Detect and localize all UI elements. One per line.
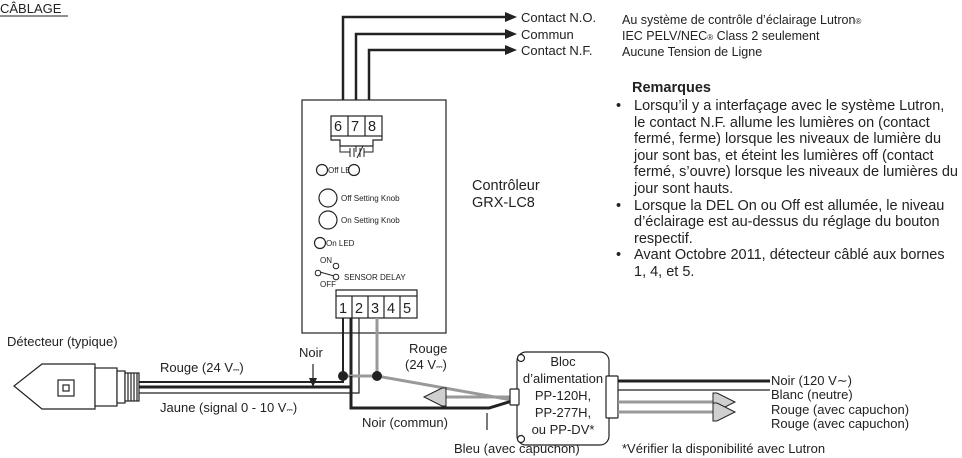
label-rouge-capuchon-2: Rouge (avec capuchon) [771, 416, 909, 431]
power-pack-line4: PP-277H, [535, 405, 591, 420]
top-terminal-block [330, 115, 383, 137]
switch-terminal-icon [332, 273, 340, 281]
remark-item: Lorsque la DEL On ou Off est allumée, le… [614, 198, 958, 248]
led-indicator-icon [347, 163, 361, 177]
junction-icon [338, 371, 348, 381]
switch-pivot-icon [314, 269, 322, 277]
remarks-block: Remarques Lorsqu’il y a interfaçage avec… [590, 80, 958, 281]
remark-item: Avant Octobre 2011, détecteur câblé aux … [614, 247, 958, 280]
label-commun: Commun [521, 27, 574, 42]
remarks-title: Remarques [632, 80, 711, 96]
terminal-1: 1 [339, 301, 347, 317]
arrow-contact-nf [505, 45, 517, 55]
switch-terminal-icon [332, 262, 340, 270]
terminal-3: 3 [371, 301, 379, 317]
label-on-led: On LED [326, 239, 355, 248]
availability-note: *Vérifier la disponibilité avec Lutron [622, 441, 825, 456]
label-noir: Noir [299, 345, 324, 360]
label-on-setting-knob: On Setting Knob [341, 216, 400, 225]
output-capped-wire-icon [712, 392, 737, 422]
terminal-7: 7 [351, 119, 359, 135]
power-pack-line3: PP-120H, [535, 388, 591, 403]
sensor-icon [13, 363, 140, 410]
terminal-2: 2 [355, 301, 363, 317]
power-pack-line1: Bloc [550, 354, 576, 369]
label-sensor-delay: SENSOR DELAY [344, 273, 406, 282]
label-contact-nf: Contact N.F. [521, 43, 593, 58]
top-contact-wires [341, 15, 505, 118]
terminal-5: 5 [403, 301, 411, 317]
on-setting-knob-icon [318, 210, 338, 230]
power-pack-icon [509, 351, 619, 446]
remark-item: Lorsqu’il y a interfaçage avec le systèm… [614, 98, 958, 198]
label-noir-120v: Noir (120 V∼) [771, 373, 852, 388]
controller-name-line2: GRX-LC8 [472, 195, 535, 211]
label-jaune-signal: Jaune (signal 0 - 10 V⎓) [160, 400, 297, 415]
off-setting-knob-icon [318, 188, 338, 208]
relay-contact-symbol [339, 145, 374, 159]
lutron-note-line2: IEC PELV/NEC® Class 2 seulement [622, 29, 820, 43]
switch-lever-icon [319, 271, 335, 277]
off-led-icon [315, 163, 329, 177]
output-wires [618, 379, 770, 414]
power-pack-line5: ou PP-DV* [532, 422, 595, 437]
terminal-4: 4 [387, 301, 395, 317]
label-rouge-power-2: (24 V⎓) [405, 357, 447, 372]
label-off-led: Off LED [328, 166, 357, 175]
noir-pointer-arrow [309, 378, 317, 387]
label-off-setting-knob: Off Setting Knob [341, 194, 400, 203]
controller-name-line1: Contrôleur [472, 178, 540, 194]
sensor-label: Détecteur (typique) [7, 334, 118, 349]
remarks-list: Lorsqu’il y a interfaçage avec le systèm… [590, 98, 958, 281]
label-blanc-neutre: Blanc (neutre) [771, 387, 853, 402]
arrow-commun [505, 29, 517, 39]
lutron-note-line3: Aucune Tension de Ligne [622, 45, 762, 59]
on-led-icon [313, 236, 327, 250]
section-title: CÂBLAGE [0, 1, 62, 16]
label-noir-commun: Noir (commun) [362, 415, 448, 430]
terminal-8: 8 [368, 119, 376, 135]
arrow-contact-no [505, 12, 517, 22]
terminal-6: 6 [334, 119, 342, 135]
capped-wire-icon [422, 387, 512, 407]
label-rouge-capuchon-1: Rouge (avec capuchon) [771, 402, 909, 417]
label-switch-off: OFF [320, 280, 336, 289]
label-rouge-24v: Rouge (24 V⎓) [160, 360, 244, 375]
controller-box: 6 7 8 Off LED Off Setting Knob On Settin… [301, 99, 447, 334]
lutron-note-line1: Au système de contrôle d’éclairage Lutro… [622, 13, 861, 27]
junction-icon [372, 371, 382, 381]
label-switch-on: ON [320, 256, 332, 265]
power-pack-line2: d’alimentation [523, 371, 603, 386]
label-rouge-power-1: Rouge [409, 341, 447, 356]
label-contact-no: Contact N.O. [521, 10, 596, 25]
